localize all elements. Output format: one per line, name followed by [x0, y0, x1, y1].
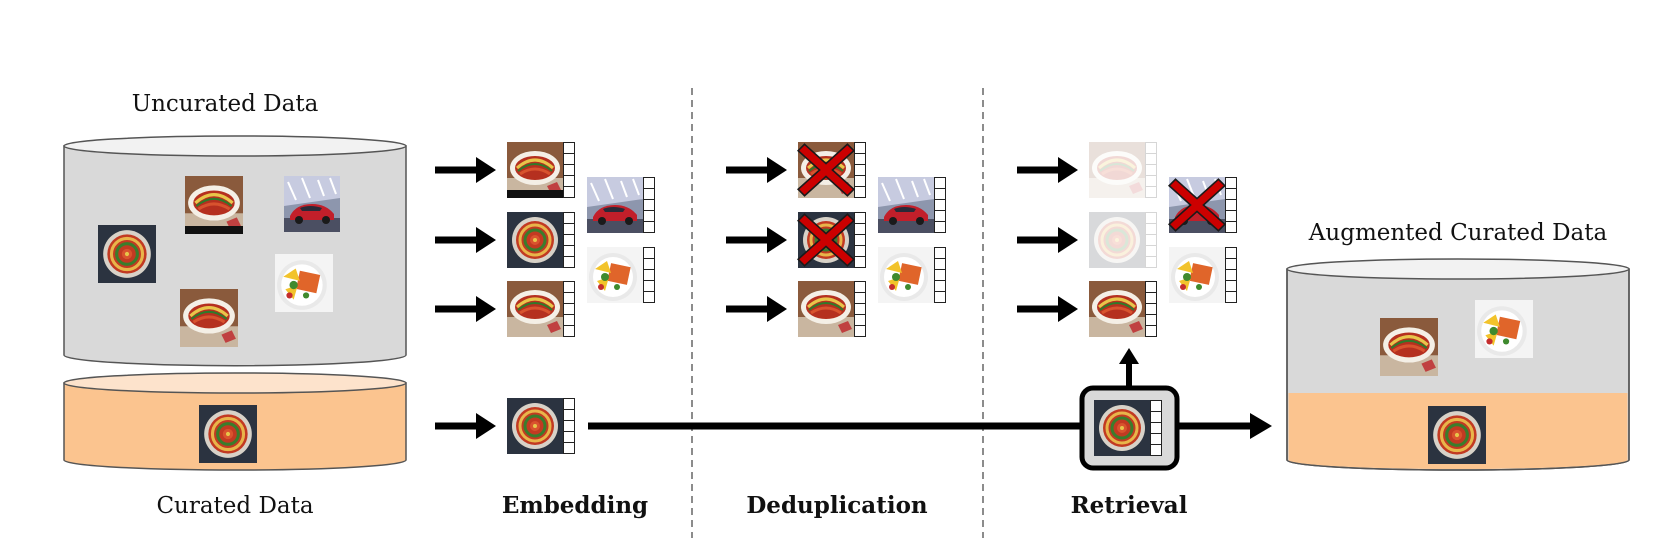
embedding-stage [507, 142, 655, 454]
augmented-curated-data-label: Augmented Curated Data [1308, 220, 1608, 246]
uncurated-data-cylinder [63, 135, 407, 367]
retrieval-stage [1089, 142, 1237, 337]
retrieval-input-arrows [1017, 157, 1078, 322]
retrieval-up-arrow [1119, 348, 1139, 386]
retrieval-card-plate-retrieved [1169, 247, 1237, 303]
retrieval-card-oval-retrieved [1089, 281, 1157, 337]
stage-label-retrieval: Retrieval [1071, 492, 1188, 519]
uncurated-thumb-ratatouille-oval-1 [185, 176, 243, 234]
uncurated-thumb-ratatouille-oval-2 [180, 289, 238, 347]
embedding-card-curated [507, 398, 575, 454]
curated-flow-line [588, 413, 1272, 439]
curated-data-label: Curated Data [156, 493, 313, 519]
curated-thumb-ratatouille-round [199, 405, 257, 463]
dedup-card-car-kept [878, 177, 946, 233]
embedding-card-car [587, 177, 655, 233]
embedding-card-oval-1 [507, 142, 575, 198]
dedup-card-round-removed [797, 212, 866, 268]
curated-data-cylinder [63, 372, 407, 471]
embedding-card-oval-2 [507, 281, 575, 337]
augmented-thumb-ratatouille-oval [1380, 318, 1438, 376]
embedding-input-arrows [435, 157, 496, 439]
embedding-card-plate [587, 247, 655, 303]
augmented-thumb-ratatouille-round [1428, 406, 1486, 464]
dedup-card-oval-removed [797, 142, 866, 198]
dedup-card-oval-kept [798, 281, 866, 337]
dedup-card-plate-kept [878, 247, 946, 303]
uncurated-thumb-food-plate [275, 254, 333, 312]
retrieval-query-box [1079, 385, 1180, 471]
deduplication-stage [797, 142, 946, 337]
augmented-thumb-food-plate [1475, 300, 1533, 358]
stage-label-embedding: Embedding [502, 492, 648, 519]
embedding-card-round-1 [507, 212, 575, 268]
uncurated-thumb-ratatouille-round [98, 225, 156, 283]
retrieval-ghost-oval [1089, 142, 1157, 198]
retrieval-ghost-round [1089, 212, 1157, 268]
uncurated-thumb-red-car [283, 176, 341, 232]
stage-label-deduplication: Deduplication [746, 492, 928, 519]
uncurated-data-label: Uncurated Data [132, 91, 319, 117]
retrieval-card-car-removed [1168, 177, 1237, 233]
augmented-curated-cylinder [1286, 258, 1630, 471]
deduplication-input-arrows [726, 157, 787, 322]
